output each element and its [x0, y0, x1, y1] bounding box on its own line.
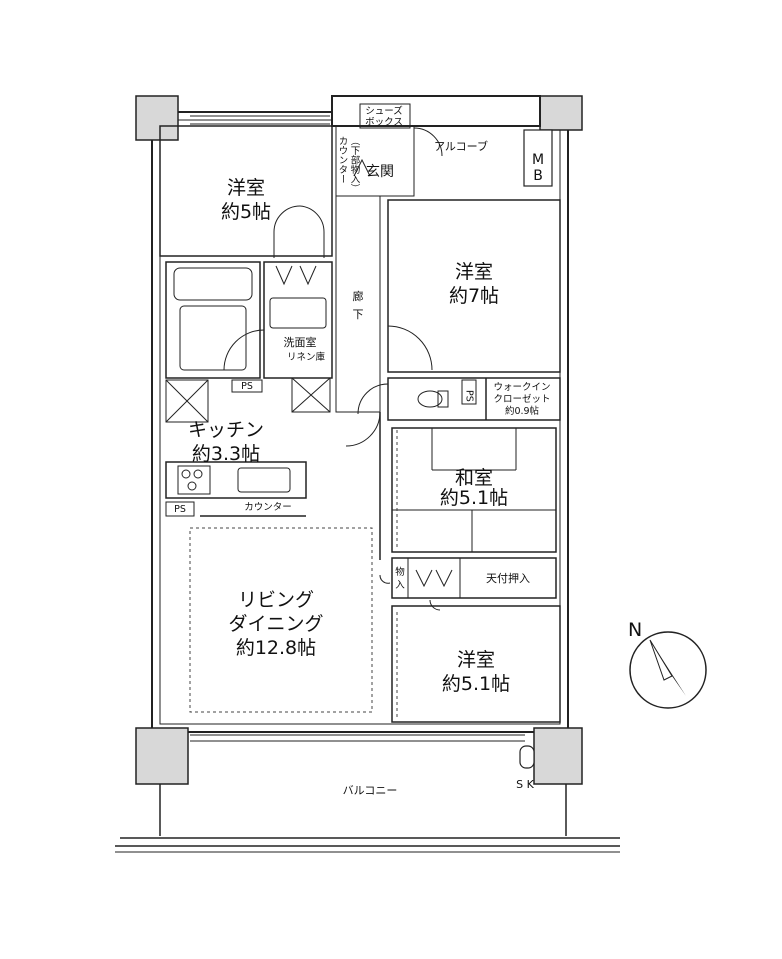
- north-label: N: [628, 619, 642, 641]
- bathroom-walls: [165, 261, 261, 379]
- kitchen-counter: [165, 461, 307, 499]
- labels: 洋室 約5帖 洋室 約7帖 キッチン 約3.3帖 和室 約5.1帖 リビング ダ…: [174, 105, 550, 797]
- sink: [237, 467, 291, 493]
- mb-label-1: M: [532, 152, 544, 168]
- entrance-label: 玄関: [366, 163, 394, 180]
- storage-row-walls: [391, 557, 557, 599]
- pillar-top-left: [135, 95, 179, 141]
- door-western-5: [273, 205, 301, 233]
- washroom-label: 洗面室: [284, 335, 317, 349]
- shoes-box-outline: [359, 103, 411, 129]
- counter-label: カウンター: [244, 502, 292, 513]
- room-western-5-walls: [159, 125, 333, 257]
- ps-box-toilet: [461, 379, 477, 405]
- counter-lower-label-2: （下部物入）: [349, 136, 361, 193]
- ps-label-kitchen: PS: [241, 381, 253, 392]
- room-japanese-walls: [391, 427, 557, 553]
- corridor-label-2: 下: [353, 308, 364, 321]
- interior-walls: [159, 103, 561, 723]
- door-toilet: [357, 383, 389, 415]
- sk-label: S K: [516, 778, 534, 791]
- storage-label-2: 入: [395, 580, 405, 591]
- door-storage: [379, 574, 391, 584]
- room-living-size: 約12.8帖: [236, 637, 316, 659]
- room-western-5-1-name: 洋室: [457, 649, 495, 671]
- ceiling-storage-label: 天付押入: [486, 571, 530, 585]
- stove: [177, 465, 211, 495]
- bathtub: [173, 267, 253, 301]
- washbasin: [269, 297, 327, 329]
- storage-label-1: 物: [395, 566, 405, 578]
- toilet-walk-in-walls: [387, 377, 561, 421]
- room-kitchen-size: 約3.3帖: [192, 443, 260, 465]
- mb-label-2: B: [533, 168, 543, 184]
- fridge-space: [165, 379, 209, 423]
- counter-lower-label-1: カウンター: [337, 136, 349, 184]
- walk-in-label-2: クローゼット: [493, 393, 550, 405]
- door-kitchen: [345, 411, 381, 447]
- doors: [223, 127, 453, 611]
- shoes-box-label-2: ボックス: [365, 117, 403, 128]
- room-kitchen-name: キッチン: [188, 419, 264, 441]
- pillar-bottom-right: [533, 727, 583, 785]
- alcove-top: [331, 95, 541, 127]
- mb-box: [523, 129, 553, 187]
- ps-box-kitchen: [231, 379, 263, 393]
- pillar-top-right: [539, 95, 583, 131]
- ps-box-counter: [165, 501, 195, 517]
- room-living-name-1: リビング: [238, 589, 314, 611]
- shoes-box-label-1: シューズ: [365, 105, 403, 117]
- compass-circle: [629, 631, 707, 709]
- room-western-7-size: 約7帖: [449, 285, 499, 307]
- linen-closet: [291, 377, 331, 413]
- door-western-7: [387, 325, 433, 371]
- door-entrance: [413, 127, 443, 157]
- toilet: [417, 390, 443, 408]
- room-japanese-name: 和室: [455, 467, 493, 489]
- living-rug: [189, 527, 373, 713]
- room-western-5-1-size: 約5.1帖: [442, 673, 510, 695]
- linen-label: リネン庫: [287, 351, 326, 363]
- room-western-5-size: 約5帖: [221, 201, 271, 223]
- alcove-label: アルコーブ: [434, 139, 488, 153]
- room-western-7-walls: [387, 199, 561, 373]
- door-western-5-1: [429, 599, 441, 611]
- outer-walls: [135, 95, 583, 785]
- room-japanese-size: 約5.1帖: [440, 487, 508, 509]
- balcony-area: [115, 734, 620, 853]
- room-western-5-1-walls: [391, 605, 561, 723]
- room-western-7-name: 洋室: [455, 261, 493, 283]
- door-washroom: [223, 329, 265, 371]
- pillar-bottom-left: [135, 727, 189, 785]
- ps-label-toilet: PS: [464, 390, 475, 402]
- balcony-label: バルコニー: [343, 784, 398, 797]
- ps-label-counter: PS: [174, 504, 186, 515]
- slop-sink: [519, 745, 535, 769]
- walk-in-label-3: 約0.9帖: [505, 405, 540, 417]
- corridor-label-1: 廊: [353, 289, 364, 303]
- outer-wall: [151, 111, 569, 733]
- compass: N: [628, 619, 707, 709]
- room-living-name-2: ダイニング: [228, 613, 323, 635]
- walk-in-label-1: ウォークイン: [493, 382, 550, 393]
- room-western-5-name: 洋室: [227, 177, 265, 199]
